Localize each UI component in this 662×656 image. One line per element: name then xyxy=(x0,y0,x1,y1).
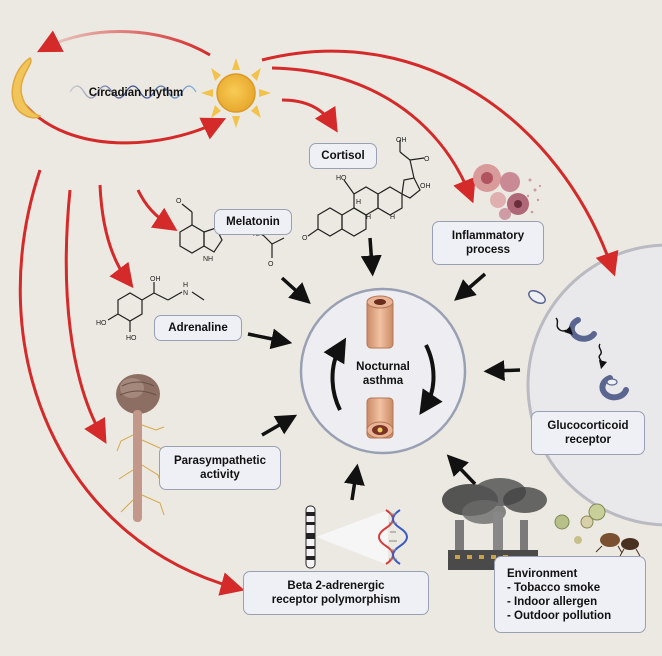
environment-title: Environment xyxy=(507,567,578,580)
adrenaline-oh: OH xyxy=(150,276,161,283)
cortisol-ho-left: HO xyxy=(336,175,347,182)
arrow-moon-to-sun xyxy=(23,103,227,145)
cycle-arrow-left xyxy=(323,337,347,411)
environment-item-tobacco: - Tobacco smoke xyxy=(507,581,601,594)
dna-icon xyxy=(378,509,408,565)
melatonin-label: Melatonin xyxy=(214,209,292,235)
circadian-rhythm-label: Circadian rhythm xyxy=(88,87,184,99)
arrow-cortisol-to-center xyxy=(360,237,382,277)
allergen-icon xyxy=(554,503,641,557)
cortisol-oh-top: OH xyxy=(396,137,407,144)
adrenaline-structure-icon xyxy=(107,282,205,332)
airway-icon xyxy=(366,295,394,439)
cortisol-label: Cortisol xyxy=(309,143,377,169)
chem-labels: OH O OH HO O H H H O NH NH O OH N H HO H… xyxy=(96,137,431,342)
cortisol-h-3: H xyxy=(356,199,361,206)
arrow-to-inflammatory xyxy=(271,66,476,204)
arrow-beta2-to-center xyxy=(344,463,365,501)
arrow-to-cortisol xyxy=(281,98,338,133)
cortisol-h-2: H xyxy=(366,214,371,221)
cortisol-h-1: H xyxy=(390,214,395,221)
adrenaline-ho-2: HO xyxy=(126,335,137,342)
melatonin-o-chain: O xyxy=(268,261,274,268)
cortisol-structure-icon xyxy=(307,140,425,237)
arrow-environment-to-center xyxy=(446,454,477,486)
cell-icon xyxy=(526,243,662,527)
cortisol-o-side: O xyxy=(424,156,430,163)
adrenaline-n: N xyxy=(183,290,188,297)
cortisol-oh-right: OH xyxy=(420,183,431,190)
environment-item-outdoor: - Outdoor pollution xyxy=(507,609,612,622)
arrow-to-beta2 xyxy=(18,169,245,596)
inflammatory-cells-icon xyxy=(473,164,542,220)
inflammatory-label: Inflammatory process xyxy=(432,221,544,265)
adrenaline-label: Adrenaline xyxy=(154,315,242,341)
melatonin-nh-ring: NH xyxy=(203,256,213,263)
sun-icon xyxy=(201,58,271,128)
beta2-label: Beta 2-adrenergic receptor polymorphism xyxy=(243,571,429,615)
environment-item-indoor: - Indoor allergen xyxy=(507,595,598,608)
brain-icon xyxy=(116,374,167,522)
cycle-arrow-right xyxy=(419,344,443,415)
nocturnal-asthma-label: Nocturnal asthma xyxy=(356,361,410,387)
cortisol-o-ring: O xyxy=(302,235,308,242)
melatonin-o: O xyxy=(176,198,182,205)
wave-icon xyxy=(69,85,197,99)
dna-zoom-cone xyxy=(316,510,388,565)
adrenaline-h: H xyxy=(183,282,188,289)
arrow-sun-to-moon xyxy=(36,30,211,57)
arrow-to-glucocorticoid xyxy=(261,49,619,277)
arrow-to-adrenaline xyxy=(98,184,134,289)
arrow-to-melatonin xyxy=(136,189,178,231)
arrow-melatonin-to-center xyxy=(280,276,311,305)
arrow-parasympathetic-to-center xyxy=(261,414,298,437)
chromosome-icon xyxy=(305,505,316,569)
moon-icon xyxy=(11,57,42,119)
receptor-icon xyxy=(528,290,629,401)
adrenaline-ho-1: HO xyxy=(96,320,107,327)
environment-label: Environment - Tobacco smoke - Indoor all… xyxy=(494,556,646,633)
arrow-to-parasympathetic xyxy=(64,189,107,444)
arrow-adrenaline-to-center xyxy=(247,328,293,350)
arrow-glucocorticoid-to-center xyxy=(483,360,521,382)
arrow-inflammatory-to-center xyxy=(454,272,487,301)
parasympathetic-label: Parasympathetic activity xyxy=(159,446,281,490)
glucocorticoid-label: Glucocorticoid receptor xyxy=(531,411,645,455)
